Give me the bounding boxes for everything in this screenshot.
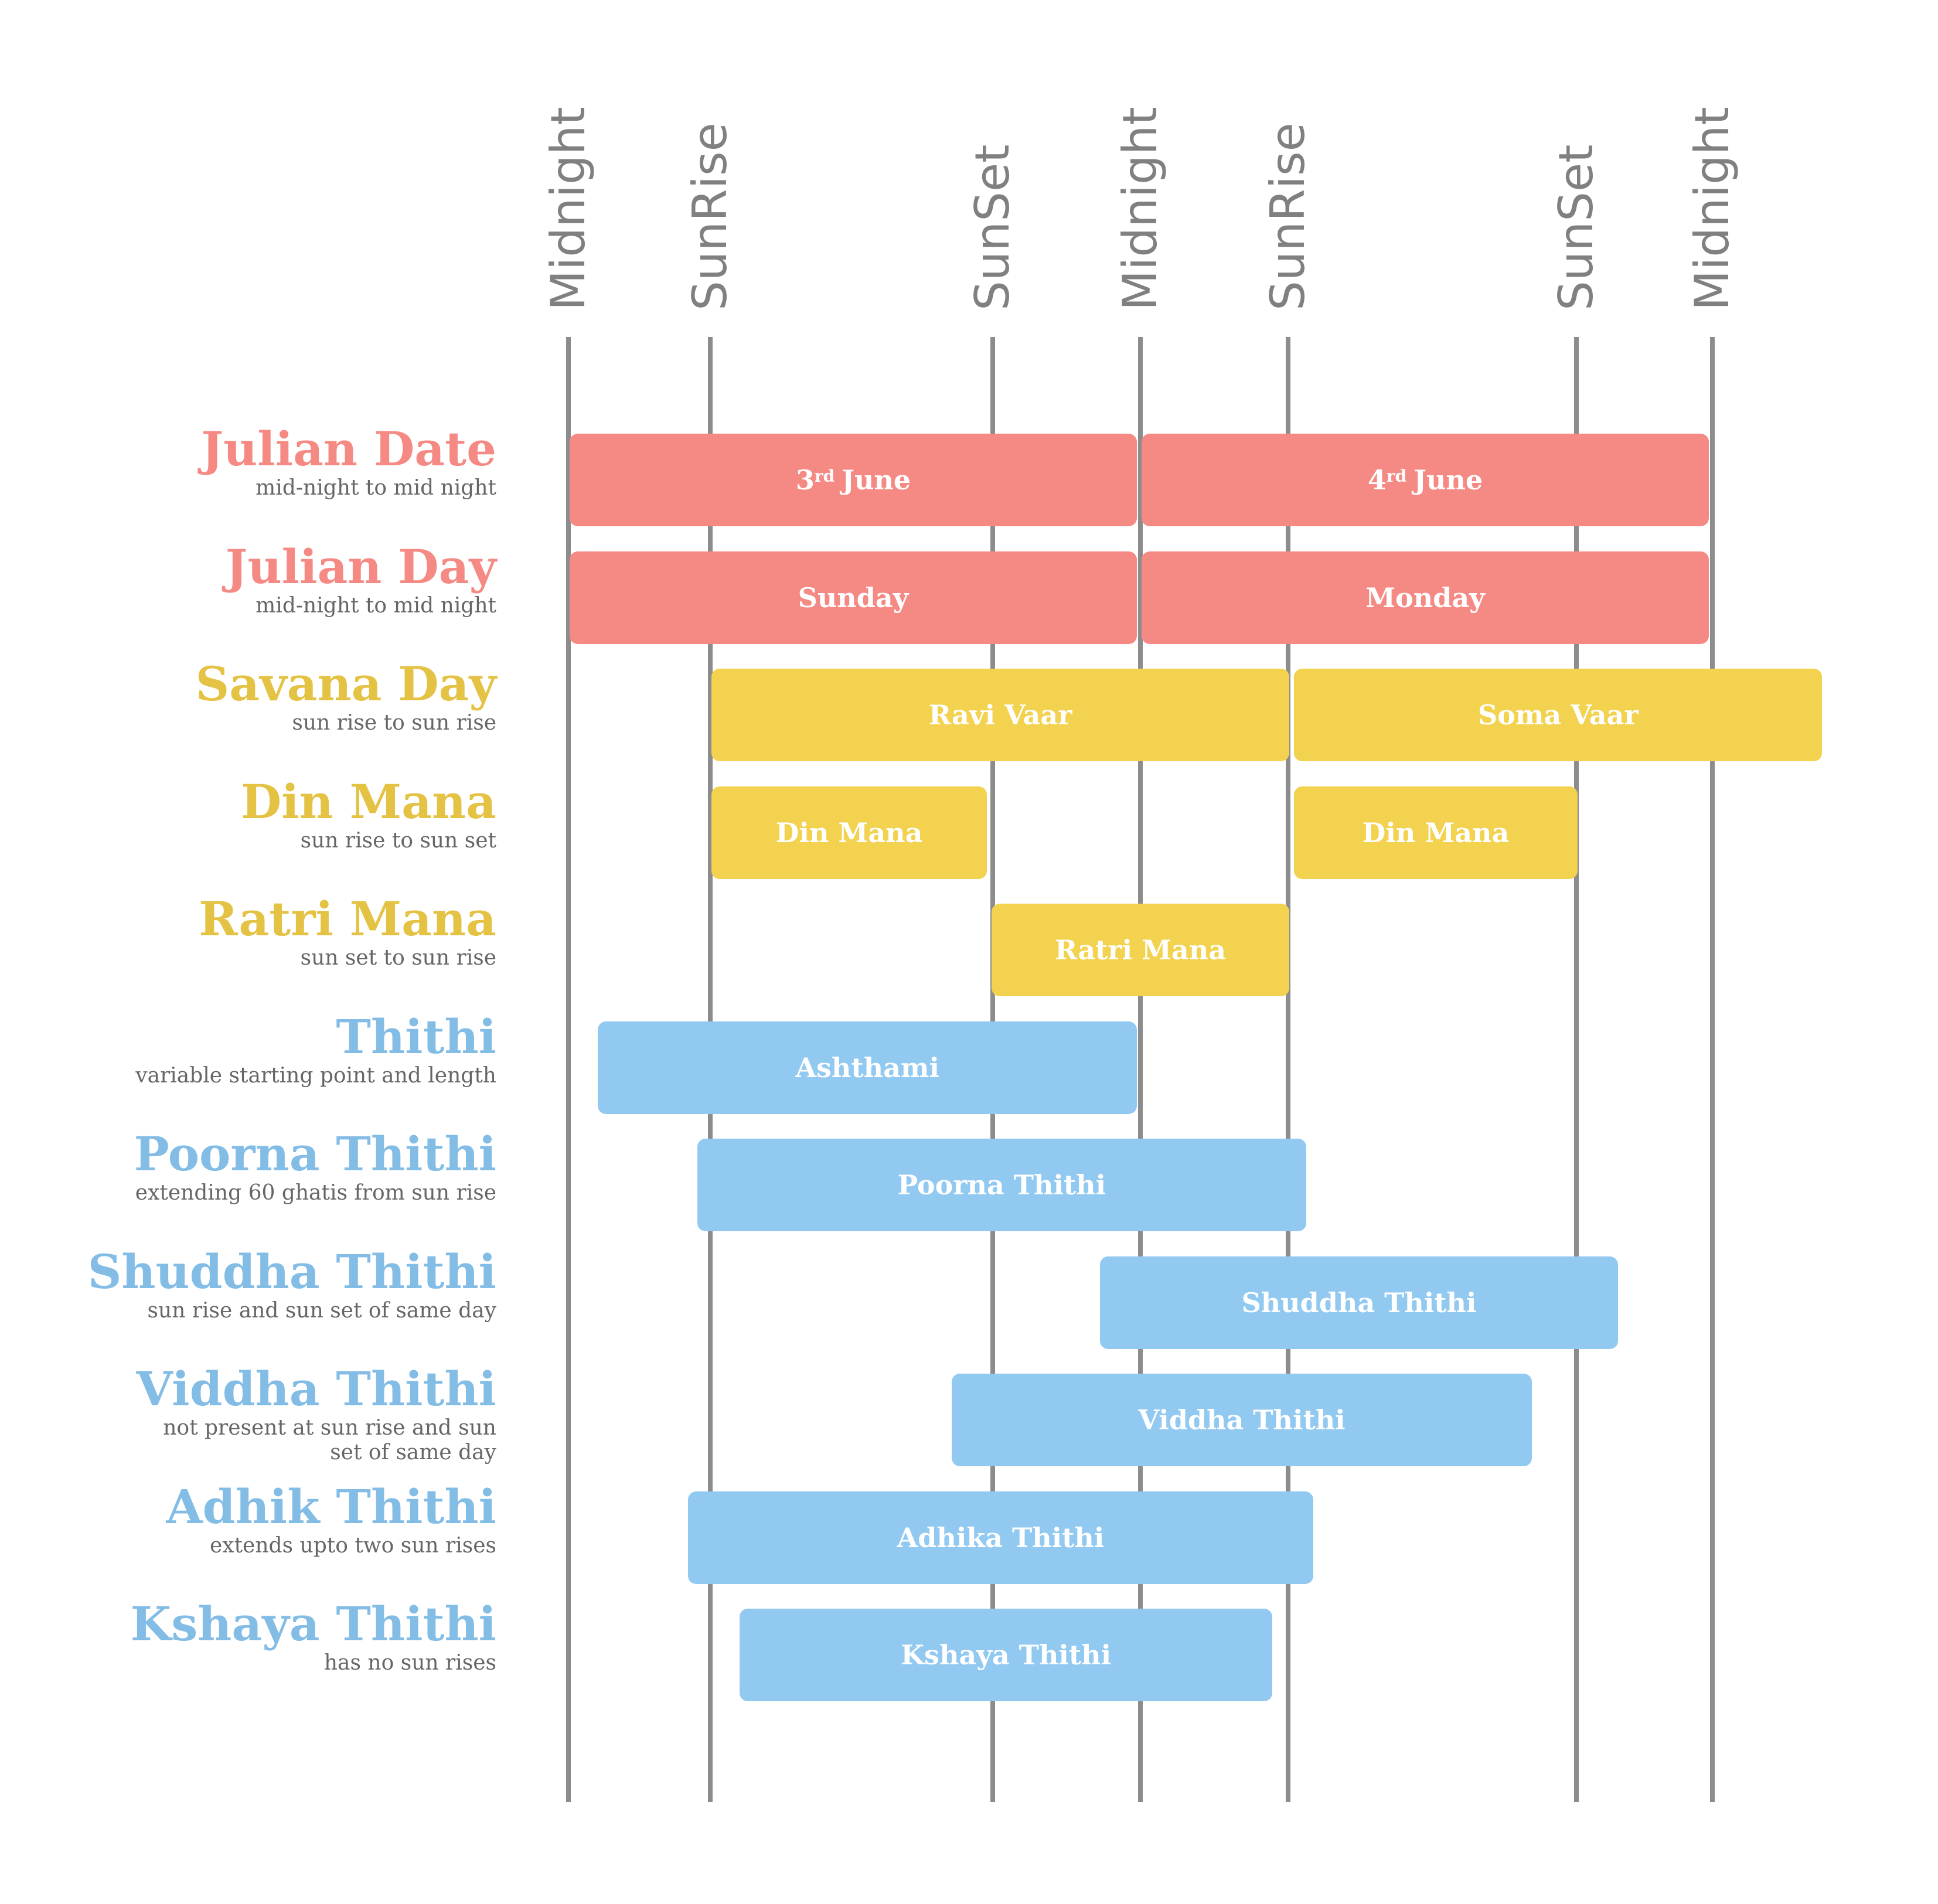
row-title: Viddha Thithi: [136, 1361, 496, 1416]
row-description: sun rise and sun set of same day: [147, 1298, 496, 1323]
row-description: has no sun rises: [323, 1651, 496, 1675]
row-title: Ratri Mana: [199, 891, 496, 946]
bar-adhika-thithi: Adhika Thithi: [687, 1491, 1314, 1584]
row-title: Savana Day: [195, 656, 496, 711]
row-description: extending 60 ghatis from sun rise: [135, 1181, 496, 1205]
row-title: Kshaya Thithi: [130, 1596, 496, 1651]
bar-label: Viddha Thithi: [1138, 1404, 1346, 1436]
row-title: Adhik Thithi: [166, 1479, 496, 1534]
bar-label: Kshaya Thithi: [901, 1639, 1112, 1671]
time-marker-label-sunrise: SunRise: [683, 122, 737, 311]
bar-shuddha-thithi: Shuddha Thithi: [1099, 1256, 1619, 1349]
time-marker-label-midnight: Midnight: [1113, 107, 1167, 311]
time-marker-label-midnight: Midnight: [1685, 107, 1739, 311]
bar-monday: Monday: [1142, 551, 1709, 644]
row-description: not present at sun rise and sun: [163, 1416, 496, 1440]
bar-ordinal: 4: [1367, 464, 1387, 496]
gridline-midnight: [566, 337, 571, 1802]
bar-label: June: [842, 464, 911, 496]
bar-ordinal: 3: [795, 464, 815, 496]
bar-ashthami: Ashthami: [598, 1021, 1137, 1114]
bar-din-mana: Din Mana: [711, 786, 987, 879]
bar-label: Sunday: [798, 581, 909, 614]
row-title: Din Mana: [240, 774, 496, 829]
row-title: Thithi: [336, 1009, 496, 1064]
time-marker-label-sunset: SunSet: [965, 144, 1020, 311]
gridline-midnight: [1138, 337, 1143, 1802]
gridline-midnight: [1710, 337, 1715, 1802]
time-marker-label-sunrise: SunRise: [1261, 122, 1315, 311]
bar-soma-vaar: Soma Vaar: [1294, 669, 1823, 761]
bar-label: Ravi Vaar: [928, 699, 1072, 731]
bar-ravi-vaar: Ravi Vaar: [711, 669, 1290, 761]
bar-din-mana: Din Mana: [1294, 786, 1578, 879]
time-marker-label-midnight: Midnight: [541, 107, 595, 311]
bar-label: June: [1414, 464, 1483, 496]
row-title: Poorna Thithi: [134, 1126, 496, 1181]
gridline-sunrise: [1286, 337, 1290, 1802]
bar-label: Adhika Thithi: [897, 1521, 1105, 1554]
row-description: mid-night to mid night: [256, 476, 496, 500]
bar-label: Soma Vaar: [1477, 699, 1639, 731]
row-title: Shuddha Thithi: [87, 1244, 496, 1299]
bar-label: Ashthami: [795, 1051, 940, 1084]
bar-label: Din Mana: [1362, 816, 1510, 849]
bar-label: Shuddha Thithi: [1241, 1286, 1477, 1319]
row-description: sun rise to sun set: [300, 828, 496, 853]
bar-viddha-thithi: Viddha Thithi: [951, 1374, 1532, 1466]
row-description: extends upto two sun rises: [209, 1533, 496, 1558]
bar-label: Din Mana: [775, 816, 923, 849]
row-description: mid-night to mid night: [256, 593, 496, 618]
bar-label: Monday: [1365, 581, 1485, 614]
row-description: sun set to sun rise: [300, 946, 496, 970]
bar-label: Ratri Mana: [1055, 934, 1227, 966]
bar-kshaya-thithi: Kshaya Thithi: [740, 1609, 1272, 1701]
row-description: sun rise to sun rise: [292, 711, 496, 735]
row-title: Julian Date: [201, 421, 496, 476]
bar-ratri-mana: Ratri Mana: [991, 904, 1290, 996]
row-title: Julian Day: [225, 539, 496, 594]
gridline-sunset: [1574, 337, 1579, 1802]
time-marker-label-sunset: SunSet: [1549, 144, 1603, 311]
row-description: set of same day: [330, 1440, 496, 1464]
bar-sunday: Sunday: [570, 551, 1137, 644]
bar-poorna-thithi: Poorna Thithi: [697, 1139, 1306, 1231]
row-description: variable starting point and length: [135, 1063, 496, 1088]
bar-label: Poorna Thithi: [897, 1169, 1106, 1201]
